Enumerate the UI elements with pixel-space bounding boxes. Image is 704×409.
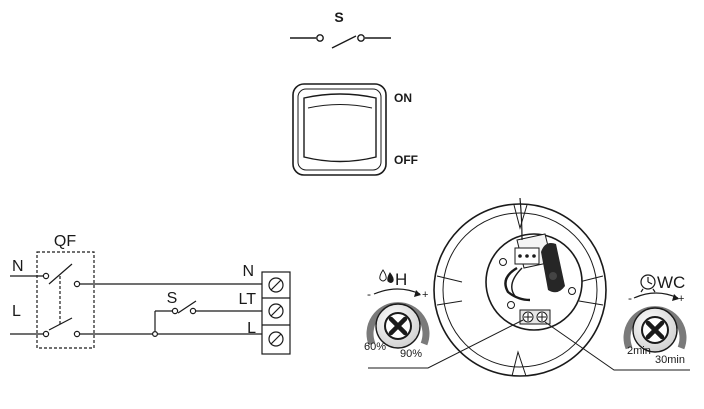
wiring-switch-label: S [167,290,178,307]
input-label-l: L [12,303,21,320]
leader-lines [368,319,690,371]
terminal-label-n: N [242,263,254,280]
input-label-n: N [12,258,24,275]
rocker-on-label: ON [394,91,412,105]
humidity-direction-arrow [373,288,421,297]
rocker-off-label: OFF [394,153,418,167]
timer-minus: - [628,291,632,305]
terminal-block [261,271,291,355]
humidity-max-label: 90% [400,348,422,360]
terminal-screw-lt [268,303,284,319]
humidity-min-label: 60% [364,341,386,353]
switch-symbol-label: S [334,9,343,25]
breaker-box [36,251,95,349]
terminal-screw-l [268,331,284,347]
fan-housing [433,197,607,377]
wiring-schematic [10,251,262,349]
humidity-minus: - [367,287,371,301]
timer-dial[interactable] [623,306,687,353]
terminal-label-lt: LT [239,291,257,308]
terminal-label-l: L [247,320,256,337]
humidity-icon [379,269,394,283]
timer-max-label: 30min [655,354,685,366]
timer-plus: + [678,293,684,305]
humidity-plus: + [422,289,428,301]
timer-direction-arrow [633,292,679,301]
switch-symbol [290,34,391,49]
rocker-switch [292,83,387,176]
timer-label: WC [657,273,685,292]
humidity-label: H [395,270,407,289]
timer-icon [640,274,656,293]
humidity-dial[interactable] [366,302,430,349]
terminal-screw-n [268,277,284,293]
breaker-label: QF [54,233,76,250]
timer-min-label: 2min [627,345,651,357]
